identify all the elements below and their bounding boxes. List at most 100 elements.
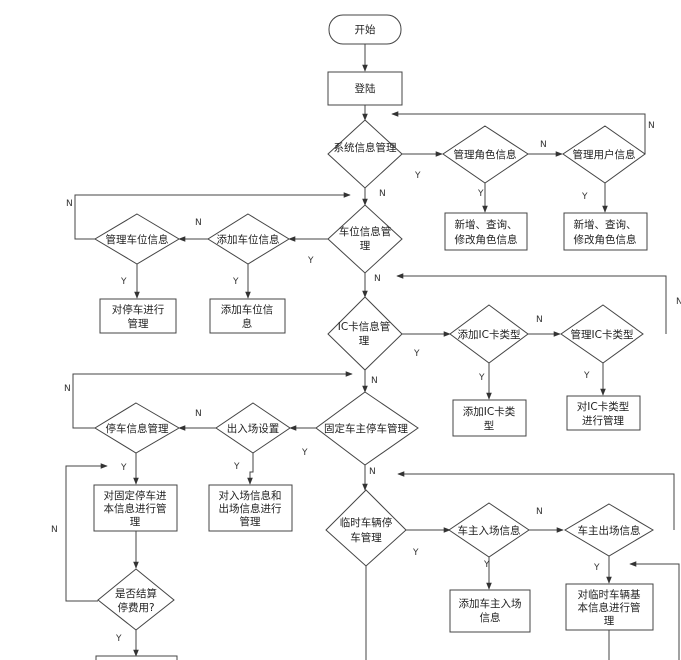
node-role-mgmt — [442, 125, 529, 184]
label-n-spot: N — [374, 274, 381, 284]
node-spot-manage — [94, 213, 180, 265]
node-spot-add-label: 添加车位信息 — [217, 233, 280, 246]
node-owner-out-label: 车主出场信息 — [578, 524, 641, 537]
node-in-out-box — [208, 484, 293, 532]
label-y-role: Y — [477, 189, 484, 199]
node-spot-add-box — [209, 298, 286, 334]
label-y-fixed: Y — [301, 448, 308, 458]
label-n-loop-left: N — [66, 199, 73, 209]
node-spot-manage-box — [99, 298, 177, 334]
node-ic-manage-box-label: 对IC卡类型进行管理 — [577, 400, 629, 427]
node-park-info — [94, 402, 180, 454]
node-owner-in-box-label: 添加车主入场信息 — [459, 597, 522, 624]
label-y-icadd: Y — [478, 373, 485, 383]
label-y-user: Y — [581, 192, 588, 202]
node-ic-add-type — [449, 304, 529, 364]
node-spot-add-box-label: 添加车位信息 — [221, 303, 274, 330]
node-fixed-owner — [315, 391, 419, 466]
node-bottom-left-box — [95, 655, 178, 660]
node-user-crud-label: 新增、查询、修改角色信息 — [574, 218, 637, 246]
node-settle-q-label: 是否结算停费用? — [115, 587, 157, 614]
node-user-mgmt — [562, 125, 646, 184]
label-y-ownerin: Y — [483, 560, 490, 570]
edge-settle-loop — [65, 463, 108, 602]
node-spot-manage-label: 管理车位信息 — [106, 233, 169, 246]
node-fixed-owner-label: 固定车主停车管理 — [324, 422, 408, 435]
node-start-label: 开始 — [355, 23, 376, 36]
label-y-spot: Y — [307, 256, 314, 266]
edge-inout-box — [247, 453, 254, 485]
edge-ownerout-loop — [397, 471, 675, 530]
label-y-spotadd: Y — [232, 277, 239, 287]
label-n-ic: N — [371, 376, 378, 386]
node-ic-manage-type — [560, 304, 644, 364]
node-temp-vehicle-label: 临时车辆停车管理 — [340, 516, 393, 544]
node-settle-q — [97, 568, 175, 631]
edge-managetype-loop — [396, 273, 667, 334]
label-n-right-ic: N — [676, 297, 681, 307]
node-ic-add-type-label: 添加IC卡类型 — [458, 328, 521, 341]
node-ic-info — [327, 296, 403, 371]
node-fixed-basic-box — [93, 484, 178, 532]
node-user-mgmt-label: 管理用户信息 — [573, 148, 636, 161]
node-temp-basic-box-label: 对临时车辆基本信息进行管理 — [578, 588, 641, 627]
label-n-fixed: N — [369, 467, 376, 477]
node-ic-manage-type-label: 管理IC卡类型 — [571, 328, 634, 341]
nodes: 开始 登陆 系统信息管理 管理角色信息 管理用户信息 新增、查询、修改角色信息 … — [93, 14, 654, 660]
label-y-ic: Y — [413, 349, 420, 359]
node-role-crud-label: 新增、查询、修改角色信息 — [455, 218, 518, 246]
label-n-temp-out: N — [536, 507, 543, 517]
label-n-role: N — [540, 140, 547, 150]
label-y-sys: Y — [414, 171, 421, 181]
node-in-out-box-label: 对入场信息和出场信息进行管理 — [219, 489, 282, 528]
edge-park-loop — [72, 371, 353, 429]
label-y-ownerout: Y — [593, 563, 600, 573]
label-y-temp: Y — [412, 548, 419, 558]
label-n-inout: N — [195, 409, 202, 419]
label-n-loop-park: N — [64, 384, 71, 394]
node-role-crud — [444, 212, 528, 251]
node-sys-mgmt — [327, 119, 403, 189]
node-temp-basic-box — [565, 583, 654, 631]
edge-labels: Y N N Y Y N N N Y Y Y N N N Y Y Y N N N … — [51, 121, 681, 644]
label-y-inout: Y — [233, 462, 240, 472]
node-ic-manage-box — [566, 395, 641, 431]
node-owner-in-label: 车主入场信息 — [458, 524, 521, 537]
node-ic-add-box — [452, 399, 527, 437]
node-user-crud — [563, 212, 648, 251]
edges — [65, 44, 680, 660]
label-y-spotmanage: Y — [120, 277, 127, 287]
node-start — [328, 14, 402, 45]
node-ic-add-box-label: 添加IC卡类型 — [463, 405, 516, 432]
node-spot-info-label: 车位信息管理 — [339, 225, 392, 252]
label-n-sys: N — [379, 189, 386, 199]
node-owner-in-box — [449, 589, 531, 633]
node-owner-in — [448, 502, 530, 558]
label-n-spot-add: N — [195, 218, 202, 228]
label-y-settle: Y — [115, 634, 122, 644]
node-fixed-basic-box-label: 对固定停车进本信息进行管理 — [104, 489, 167, 528]
node-ic-info-label: IC卡信息管理 — [338, 320, 390, 347]
label-n-ic-add: N — [536, 315, 543, 325]
label-y-park: Y — [120, 463, 127, 473]
node-in-out-set — [215, 402, 291, 454]
node-park-info-label: 停车信息管理 — [106, 422, 169, 435]
node-sys-mgmt-label: 系统信息管理 — [334, 141, 397, 154]
label-y-icmanage: Y — [583, 371, 590, 381]
edge-manage-loop — [74, 192, 351, 240]
node-owner-out — [564, 503, 654, 557]
node-login-label: 登陆 — [355, 82, 376, 95]
label-n-settle: N — [51, 525, 58, 535]
edge-user-loop — [391, 111, 646, 154]
node-temp-vehicle — [325, 489, 407, 567]
node-in-out-set-label: 出入场设置 — [227, 422, 280, 435]
edge-external-return — [629, 561, 680, 660]
label-n-user: N — [648, 121, 655, 131]
node-login — [327, 71, 403, 106]
node-role-mgmt-label: 管理角色信息 — [454, 148, 517, 161]
node-spot-manage-box-label: 对停车进行管理 — [112, 303, 165, 330]
node-spot-info — [327, 204, 403, 274]
node-spot-add — [207, 213, 290, 265]
